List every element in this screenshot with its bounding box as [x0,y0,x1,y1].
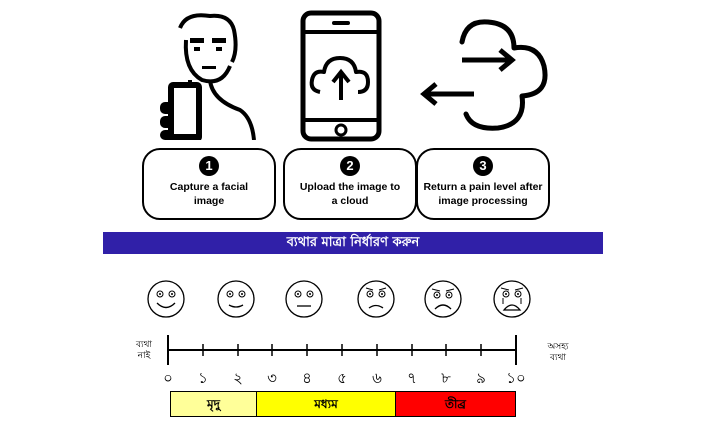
tick-label: ৫ [337,369,347,387]
scale-right-label: অসহ্য ব্যথা [547,342,569,363]
pain-scale-axis [167,335,517,365]
tick-label: ৮ [441,369,451,387]
severity-band-mild: মৃদু [170,391,257,417]
step-2-box: 2 Upload the image to a cloud [283,148,417,220]
step-3-box: 3 Return a pain level after image proces… [416,148,550,220]
tick-label: ৬ [372,369,382,387]
tick-label: ৪ [302,369,312,387]
step-number: 2 [340,156,360,176]
tick-label: ০ [163,369,173,387]
no-pain-face-icon [147,280,185,318]
phone-cloud-upload-icon [300,10,382,142]
severe-pain-face-icon [357,280,395,318]
step-text: Capture a facial image [169,181,249,207]
scale-left-label: ব্যথা নাই [135,340,153,361]
step-1-box: 1 Capture a facial image [142,148,276,220]
instruction-banner: ব্যথার মাত্রা নির্ধারণ করুন [103,232,603,254]
severity-band-severe: তীব্র [395,391,516,417]
banner-text: ব্যথার মাত্রা নির্ধারণ করুন [286,235,420,250]
worst-pain-face-icon [493,280,531,318]
very-severe-pain-face-icon [424,280,462,318]
cloud-return-arrow-icon [420,19,548,131]
tick-label: ১ [198,369,208,387]
moderate-pain-face-icon [285,280,323,318]
step-number: 1 [199,156,219,176]
tick-label: ৯ [476,369,486,387]
tick-label: ৩ [267,369,277,387]
mild-pain-face-icon [217,280,255,318]
tick-label: ৭ [407,369,417,387]
step-number: 3 [473,156,493,176]
step-text: Upload the image to a cloud [299,181,401,207]
step-text: Return a pain level after image processi… [423,181,543,207]
severity-band-moderate: মধ্যম [256,391,396,417]
selfie-person-icon [160,13,256,140]
tick-label: ২ [233,369,243,387]
tick-label: ১০ [506,369,526,387]
